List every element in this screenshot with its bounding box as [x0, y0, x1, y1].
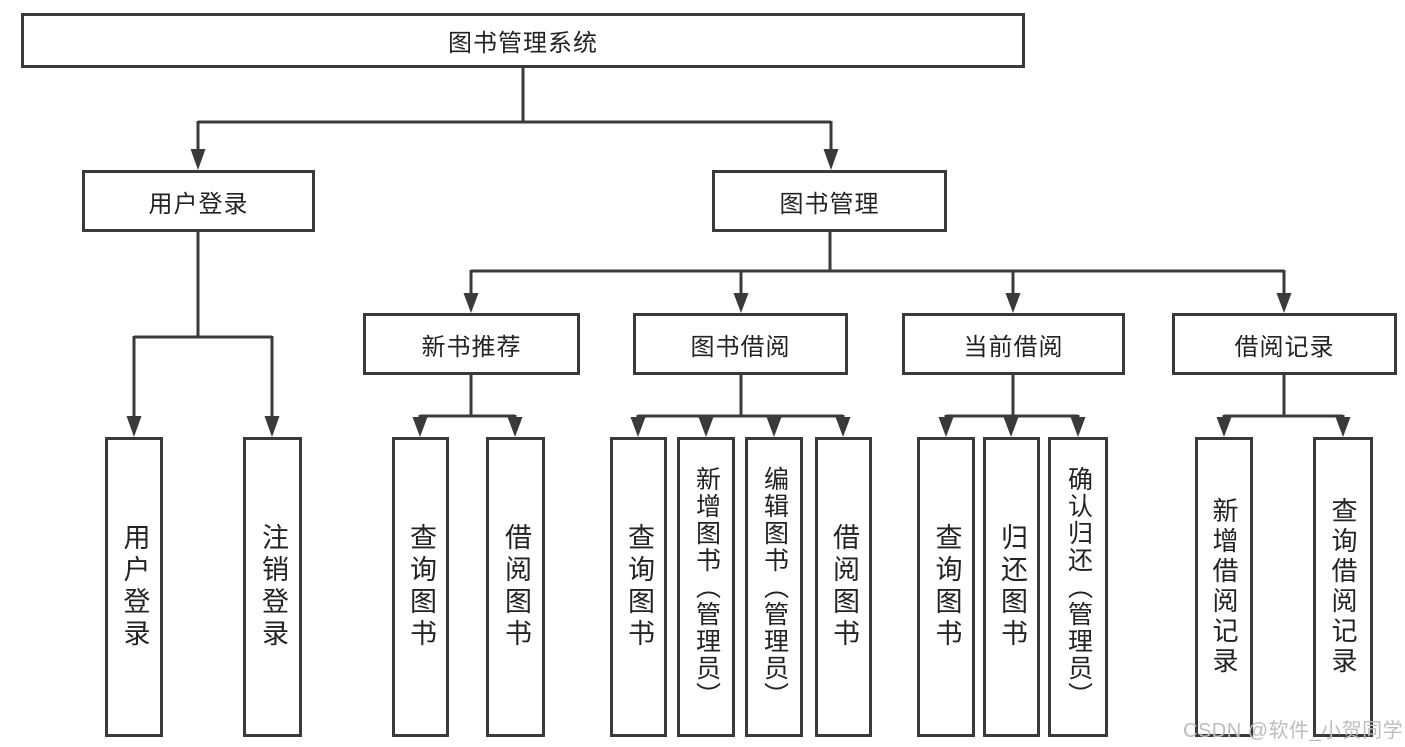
- node-label: 图书借阅: [690, 333, 791, 361]
- connector-root-to-level2: [190, 68, 839, 170]
- node-label: 借阅记录: [1234, 333, 1335, 361]
- node-borrow-records: 借阅记录: [1172, 313, 1397, 375]
- connector-newbooks-to-leaves: [412, 375, 523, 437]
- node-label: 查询图书: [406, 523, 436, 651]
- leaf-return-books: 归还图书: [983, 437, 1040, 737]
- node-label: 确认归还（管理员）: [1064, 465, 1093, 709]
- node-label: 新增借阅记录: [1209, 497, 1239, 677]
- node-new-book-recommend: 新书推荐: [363, 313, 580, 375]
- leaf-user-login: 用户登录: [105, 437, 163, 737]
- connector-userlogin-to-leaves: [126, 232, 280, 437]
- csdn-watermark: CSDN @软件_小贺同学: [1183, 720, 1404, 742]
- leaf-add-books-admin: 新增图书（管理员）: [677, 437, 735, 737]
- node-label: 查询图书: [624, 523, 654, 651]
- leaf-query-borrow-record: 查询借阅记录: [1313, 437, 1373, 737]
- node-book-borrowing: 图书借阅: [633, 313, 848, 375]
- node-label: 用户登录: [148, 190, 249, 218]
- node-label: 图书管理: [779, 190, 880, 218]
- node-label: 当前借阅: [963, 333, 1064, 361]
- leaf-confirm-return-admin: 确认归还（管理员）: [1048, 437, 1108, 737]
- leaf-edit-books-admin: 编辑图书（管理员）: [745, 437, 803, 737]
- connector-records-to-leaves: [1216, 375, 1351, 437]
- node-label: 借阅图书: [829, 523, 859, 651]
- connector-borrow-to-leaves: [630, 375, 851, 437]
- leaf-add-borrow-record: 新增借阅记录: [1195, 437, 1253, 737]
- node-root-library-system: 图书管理系统: [21, 13, 1025, 68]
- leaf-query-books-recommend: 查询图书: [392, 437, 449, 737]
- node-label: 查询图书: [931, 523, 962, 651]
- connector-bookmgmt-to-level3: [463, 232, 1292, 313]
- leaf-borrow-books-recommend: 借阅图书: [486, 437, 545, 737]
- leaf-logout: 注销登录: [243, 437, 302, 737]
- node-label: 新增图书（管理员）: [692, 465, 721, 709]
- node-current-borrowing: 当前借阅: [902, 313, 1125, 375]
- node-label: 编辑图书（管理员）: [760, 465, 789, 709]
- leaf-query-books-borrow: 查询图书: [610, 437, 667, 737]
- leaf-borrow-books: 借阅图书: [815, 437, 872, 737]
- node-user-login-module: 用户登录: [82, 170, 315, 232]
- node-label: 用户登录: [119, 523, 150, 651]
- node-label: 查询借阅记录: [1328, 497, 1358, 677]
- node-label: 注销登录: [258, 523, 288, 651]
- leaf-query-books-current: 查询图书: [917, 437, 975, 737]
- node-label: 借阅图书: [501, 523, 531, 651]
- node-label: 新书推荐: [421, 333, 522, 361]
- node-book-management-module: 图书管理: [712, 170, 947, 232]
- connector-current-to-leaves: [938, 375, 1086, 437]
- node-label: 图书管理系统: [448, 30, 598, 57]
- node-label: 归还图书: [997, 523, 1027, 651]
